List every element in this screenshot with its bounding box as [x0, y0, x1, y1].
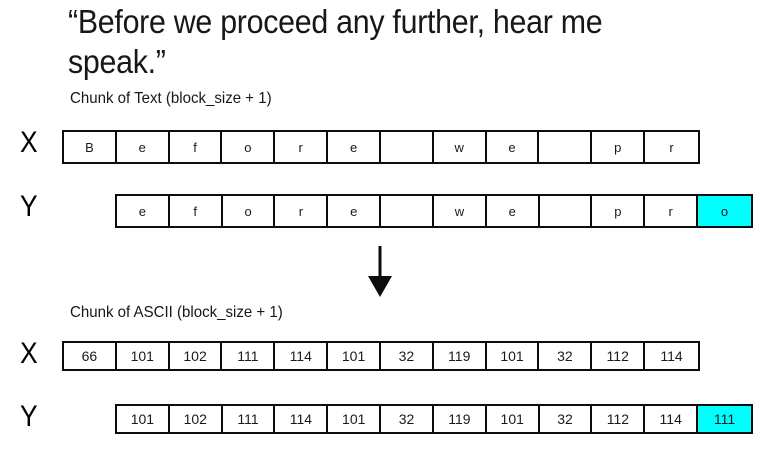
- cell-x_text-4: r: [275, 132, 329, 162]
- cell-x_text-9: [539, 132, 593, 162]
- cell-x_ascii-10: 112: [592, 343, 646, 369]
- row-label-x-ascii: X: [20, 337, 38, 370]
- row-label-y-ascii: Y: [20, 400, 38, 433]
- cell-x_ascii-7: 119: [433, 343, 487, 369]
- cell-y_ascii-2: 111: [222, 406, 276, 432]
- cell-y_text-0: e: [117, 196, 170, 226]
- cell-y_text-9: p: [592, 196, 646, 226]
- cell-y_text-1: f: [169, 196, 223, 226]
- cell-y_text-6: w: [433, 196, 487, 226]
- cell-x_text-2: f: [169, 132, 223, 162]
- cell-x_ascii-4: 114: [275, 343, 329, 369]
- cell-y_ascii-4: 101: [328, 406, 382, 432]
- cell-y_ascii-8: 32: [539, 406, 593, 432]
- cell-y_ascii-7: 101: [486, 406, 540, 432]
- cell-y_text-7: e: [486, 196, 540, 226]
- cell-y_text-2: o: [222, 196, 276, 226]
- arrow-down-icon: [364, 246, 396, 298]
- cell-x_text-8: e: [486, 132, 540, 162]
- row-label-y-text: Y: [20, 190, 38, 223]
- cell-x_ascii-8: 101: [486, 343, 540, 369]
- cell-y_text-10: r: [645, 196, 699, 226]
- cell-x_ascii-0: 66: [64, 343, 117, 369]
- cell-y_text-8: [539, 196, 593, 226]
- cell-x_ascii-6: 32: [380, 343, 434, 369]
- cell-y_text-3: r: [275, 196, 329, 226]
- caption-chunk-of-text: Chunk of Text (block_size + 1): [70, 90, 272, 107]
- cell-y_text-11: o: [698, 196, 751, 226]
- cell-x_text-6: [380, 132, 434, 162]
- cell-x_text-3: o: [222, 132, 276, 162]
- cell-x_text-11: r: [645, 132, 698, 162]
- cell-x_text-5: e: [328, 132, 381, 162]
- cell-y_ascii-11: 111: [698, 406, 751, 432]
- cell-x_text-7: w: [433, 132, 487, 162]
- cell-y_ascii-3: 114: [275, 406, 329, 432]
- cell-x_ascii-11: 114: [645, 343, 698, 369]
- cell-x_text-10: p: [592, 132, 646, 162]
- cell-x_ascii-9: 32: [539, 343, 593, 369]
- row-label-x-text: X: [20, 126, 38, 159]
- cell-x_ascii-2: 102: [169, 343, 223, 369]
- cell-y_text-4: e: [328, 196, 382, 226]
- caption-chunk-of-ascii: Chunk of ASCII (block_size + 1): [70, 304, 283, 321]
- cell-x_text-0: B: [64, 132, 117, 162]
- cell-y_ascii-0: 101: [117, 406, 170, 432]
- cell-y_ascii-5: 32: [381, 406, 434, 432]
- cell-y_ascii-1: 102: [169, 406, 223, 432]
- cell-x_ascii-1: 101: [116, 343, 170, 369]
- cell-x_ascii-3: 111: [222, 343, 276, 369]
- cell-y_ascii-10: 114: [645, 406, 699, 432]
- cell-x_text-1: e: [116, 132, 170, 162]
- cell-y_ascii-6: 119: [433, 406, 487, 432]
- cell-y_ascii-9: 112: [592, 406, 646, 432]
- page-title: “Before we proceed any further, hear me …: [68, 3, 611, 80]
- cell-y_text-5: [381, 196, 434, 226]
- cell-x_ascii-5: 101: [328, 343, 381, 369]
